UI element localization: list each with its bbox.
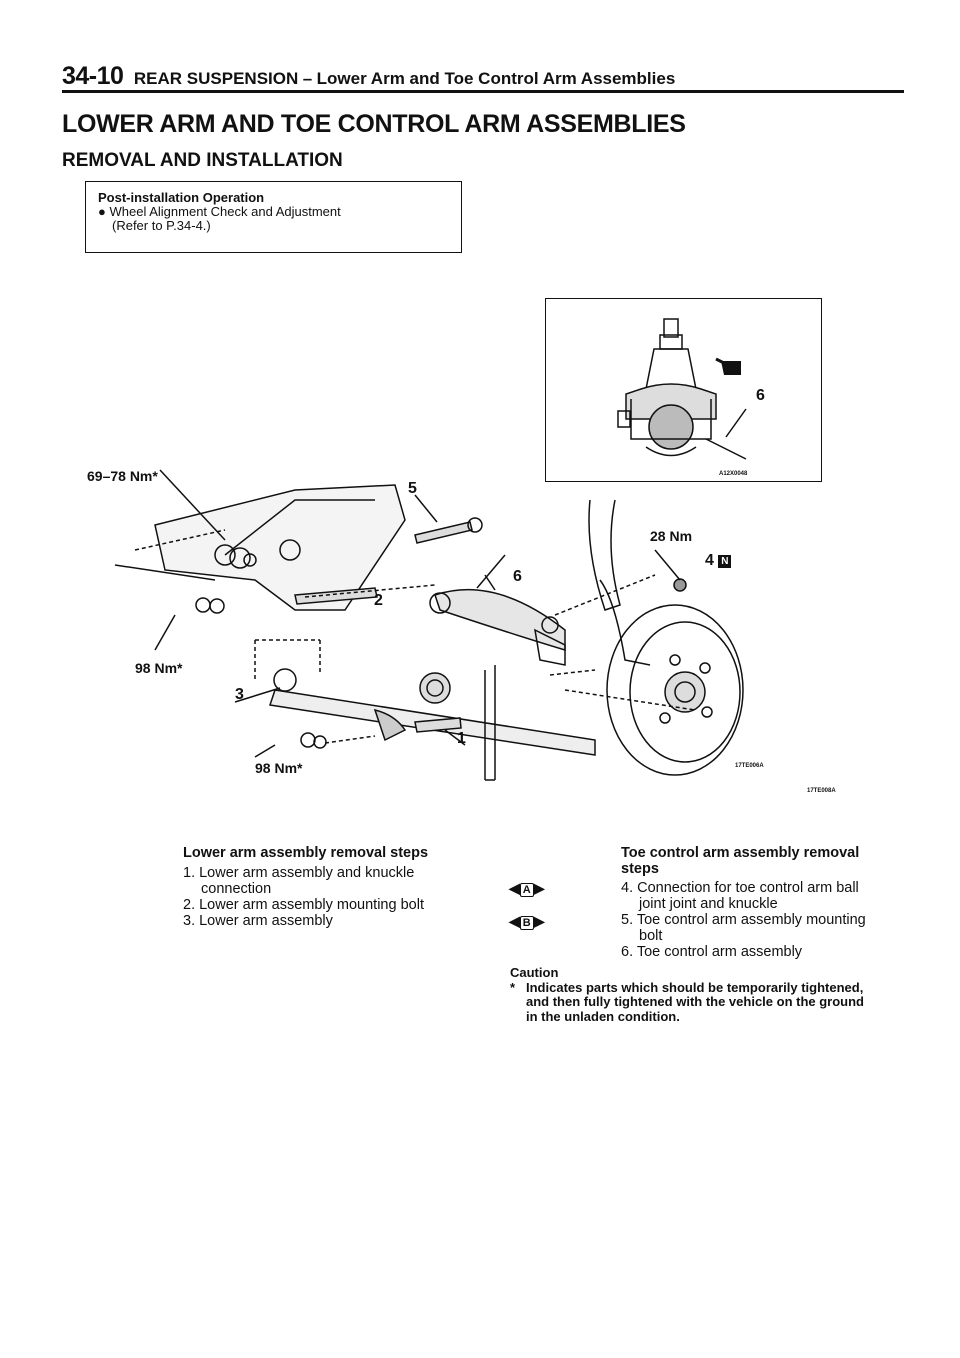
figure-code-1: 17TE006A (735, 763, 764, 769)
section-title: REAR SUSPENSION (133, 69, 299, 88)
callout-3: 3 (235, 686, 244, 703)
section-subheading: REMOVAL AND INSTALLATION (62, 150, 343, 171)
callout-1: 1 (457, 730, 466, 747)
callout-5: 5 (408, 480, 417, 497)
callout-4-new-part-badge: N (718, 555, 732, 568)
toe-arm-step-5: 5. Toe control arm assembly mounting (621, 912, 866, 928)
lower-arm-removal-steps: Lower arm assembly removal steps 1. Lowe… (183, 845, 483, 929)
toe-arm-step-5-cont: bolt (639, 928, 663, 944)
caution-line-2: and then fully tightened with the vehicl… (526, 994, 864, 1009)
bullet-icon: ● (98, 204, 106, 219)
toe-arm-removal-steps: Toe control arm assembly removal steps 4… (621, 845, 921, 960)
exploded-diagram: 69–78 Nm* 98 Nm* 98 Nm* 28 Nm 1 2 3 4 N … (87, 460, 855, 805)
post-installation-box: Post-installation Operation ● Wheel Alig… (85, 181, 462, 253)
inset-callout-6: 6 (756, 387, 765, 404)
toe-arm-step-4-cont: joint joint and knuckle (639, 896, 778, 912)
marker-a: ◀A▶ (509, 880, 545, 897)
lower-arm-step-2: 2. Lower arm assembly mounting bolt (183, 897, 424, 913)
post-installation-ref: (Refer to P.34-4.) (112, 218, 211, 233)
inset-figure-code: A12X0048 (719, 471, 748, 477)
toe-arm-steps-title-1: Toe control arm assembly removal (621, 845, 860, 861)
inset-detail-frame: 6 A12X0048 (545, 298, 822, 482)
lower-arm-step-1-cont: connection (201, 881, 272, 897)
post-installation-item-text: Wheel Alignment Check and Adjustment (109, 204, 341, 219)
callout-2: 2 (374, 592, 383, 609)
marker-a-label: A (519, 883, 534, 897)
ball-joint-detail-illustration (617, 318, 747, 460)
caution-line-3: in the unladen condition. (526, 1008, 680, 1024)
page-header: 34-10 REAR SUSPENSION – Lower Arm and To… (62, 62, 675, 91)
caution-star: * (510, 979, 516, 995)
toe-arm-step-6: 6. Toe control arm assembly (621, 944, 803, 960)
callout-4-number: 4 (705, 552, 714, 569)
torque-label-top-left: 69–78 Nm* (87, 468, 158, 484)
torque-label-bottom: 98 Nm* (255, 760, 303, 776)
page-number: 34-10 (62, 62, 124, 90)
marker-b: ◀B▶ (509, 913, 545, 930)
post-installation-title: Post-installation Operation (98, 190, 265, 205)
marker-b-label: B (519, 916, 534, 930)
lower-arm-step-3: 3. Lower arm assembly (183, 913, 333, 929)
toe-arm-steps-title-2: steps (621, 861, 659, 877)
lower-arm-steps-title: Lower arm assembly removal steps (183, 845, 429, 861)
caution-text-1: Indicates parts which should be temporar… (526, 979, 864, 995)
header-rule (62, 90, 904, 93)
page-title: LOWER ARM AND TOE CONTROL ARM ASSEMBLIES (62, 110, 686, 138)
torque-label-left: 98 Nm* (135, 660, 183, 676)
caution-note: Caution * Indicates parts which should be… (510, 965, 920, 1024)
caution-title: Caution (510, 965, 559, 980)
header-subtitle: Lower Arm and Toe Control Arm Assemblies (316, 69, 676, 88)
post-installation-item: ● Wheel Alignment Check and Adjustment (98, 205, 461, 219)
callout-4: 4 N (705, 552, 732, 570)
caution-line-1: * Indicates parts which should be tempora… (510, 979, 920, 996)
toe-arm-step-4: 4. Connection for toe control arm ball (621, 880, 859, 896)
figure-code-2: 17TE008A (807, 788, 836, 794)
callout-6: 6 (513, 568, 522, 585)
header-separator: – (302, 69, 313, 88)
suspension-exploded-view-illustration (114, 469, 744, 781)
lower-arm-step-1: 1. Lower arm assembly and knuckle (183, 865, 415, 881)
torque-label-right: 28 Nm (650, 528, 693, 544)
